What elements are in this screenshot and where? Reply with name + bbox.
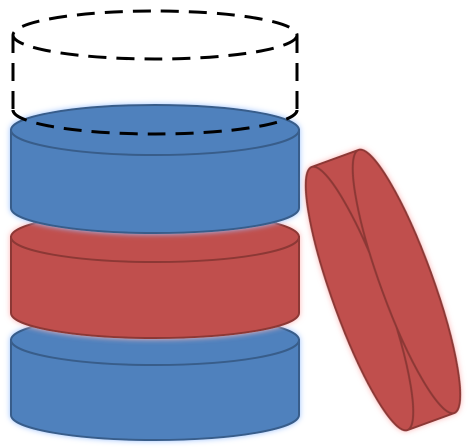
blue-disk-top — [11, 105, 299, 233]
red-disk-detached — [287, 141, 469, 439]
